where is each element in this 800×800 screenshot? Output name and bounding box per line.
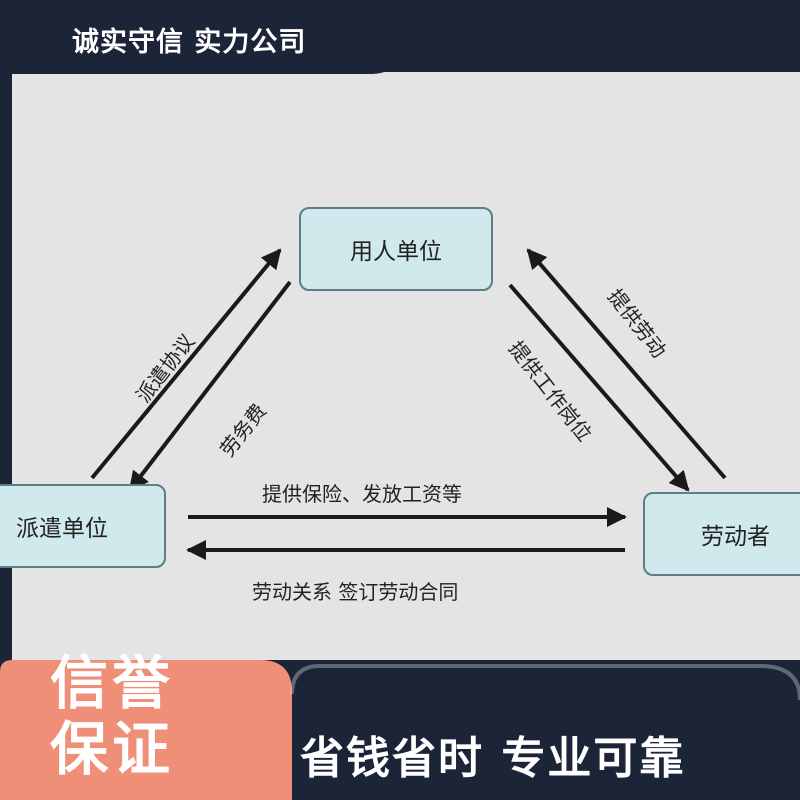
arrow-worker-to-employer [526, 248, 727, 480]
footer-salmon-shape [0, 660, 292, 800]
node-worker: 劳动者 [643, 492, 800, 576]
footer-guarantee-line2: 保证 [50, 715, 175, 783]
label-labor-contract: 劳动关系 签订劳动合同 [252, 580, 459, 604]
node-dispatcher: 派遣单位 [0, 484, 166, 568]
node-worker-label: 劳动者 [701, 524, 770, 550]
banner-title: 诚实守信 实力公司 [72, 27, 307, 58]
footer-wave [290, 664, 800, 701]
arrow-dispatcher-to-employer [90, 248, 282, 480]
arrow-employer-to-dispatcher [128, 280, 292, 492]
footer-slogan: 省钱省时 专业可靠 [300, 733, 686, 784]
arrow-employer-to-worker [508, 283, 690, 492]
node-employer: 用人单位 [299, 207, 493, 291]
node-employer-label: 用人单位 [350, 239, 442, 265]
diagram-canvas [12, 72, 800, 692]
footer-guarantee-line1: 信誉 [50, 649, 175, 717]
footer-guarantee: 信誉 保证 [50, 650, 174, 782]
label-insurance-wages: 提供保险、发放工资等 [262, 482, 462, 506]
node-dispatcher-label: 派遣单位 [16, 516, 108, 542]
header-banner: 诚实守信 实力公司 [0, 0, 410, 74]
